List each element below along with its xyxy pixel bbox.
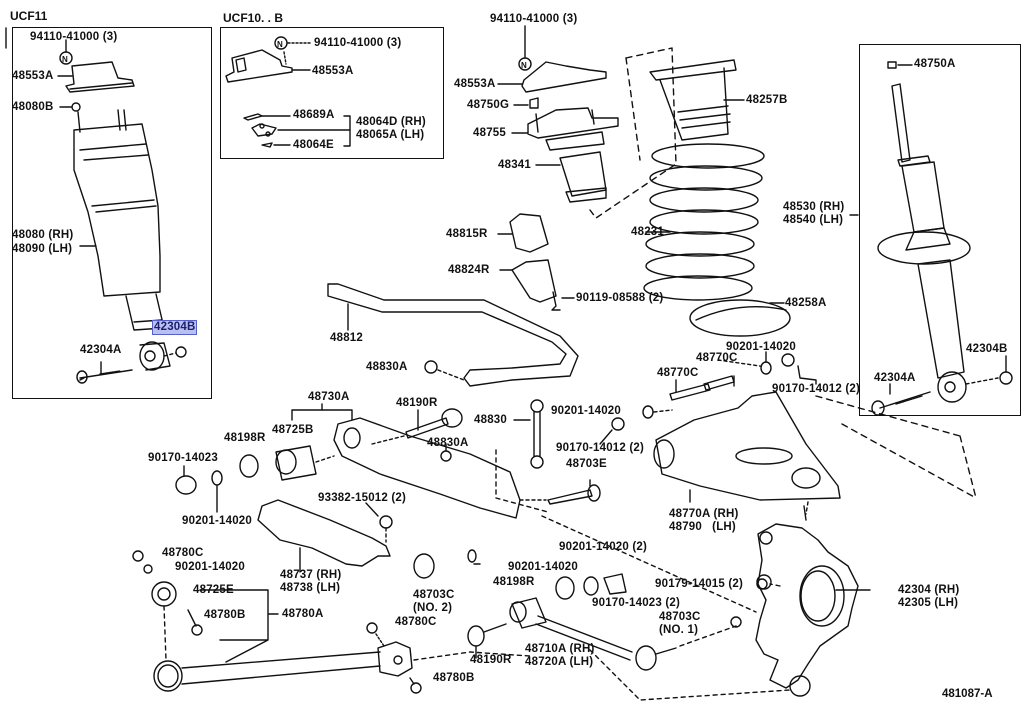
part-label[interactable]: 48530 (RH) xyxy=(783,201,845,213)
part-label[interactable]: 48341 xyxy=(498,159,531,171)
air-spring-assembly-drawing: N xyxy=(5,27,187,384)
part-label[interactable]: 48755 xyxy=(473,127,506,139)
part-label[interactable]: 90201-14020 xyxy=(175,561,245,573)
lower-arm-drawing xyxy=(175,403,601,519)
part-label[interactable]: 94110-41000 (3) xyxy=(490,13,578,25)
coil-spring-drawing xyxy=(643,59,791,337)
part-label[interactable]: 48770C xyxy=(657,367,699,379)
part-label[interactable]: 48738 (LH) xyxy=(280,582,341,594)
part-label[interactable]: 48830A xyxy=(427,437,469,449)
upper-arm-drawing xyxy=(599,351,977,503)
part-label[interactable]: 48080 (RH) xyxy=(12,229,74,241)
part-label[interactable]: 48258A xyxy=(785,297,827,309)
part-label[interactable]: 48737 (RH) xyxy=(280,569,342,581)
part-label[interactable]: 42304 (RH) xyxy=(898,584,960,596)
strut-upper-parts-drawing: N xyxy=(497,25,677,219)
part-label[interactable]: 42304A xyxy=(874,372,916,384)
stabilizer-bar-drawing xyxy=(327,213,579,469)
part-label[interactable]: 94110-41000 (3) xyxy=(30,31,118,43)
part-label[interactable]: 48770C xyxy=(696,352,738,364)
part-label[interactable]: 90170-14012 (2) xyxy=(556,442,645,454)
inset-box-ucf11 xyxy=(12,27,212,399)
part-label[interactable]: 48689A xyxy=(293,109,335,121)
inset-title-ucf10b: UCF10. . B xyxy=(223,11,284,25)
part-label[interactable]: 48703E xyxy=(566,458,607,470)
part-label[interactable]: 90201-14020 xyxy=(726,341,796,353)
part-label[interactable]: 94110-41000 (3) xyxy=(314,37,402,49)
inset-box-shock-absorber xyxy=(859,44,1021,416)
part-label[interactable]: 48190R xyxy=(396,397,438,409)
upper-mount-detail-drawing: N xyxy=(225,36,351,148)
inset-title-ucf11: UCF11 xyxy=(10,9,48,23)
part-label[interactable]: 48198R xyxy=(493,576,535,588)
part-label[interactable]: 48780C xyxy=(395,616,437,628)
part-label[interactable]: 48064D (RH) xyxy=(356,116,426,128)
part-label[interactable]: 48553A xyxy=(454,78,496,90)
part-label[interactable]: 48703C xyxy=(659,611,701,623)
shock-absorber-drawing xyxy=(849,61,1013,416)
part-label[interactable]: (NO. 2) xyxy=(413,602,453,614)
part-label[interactable]: 48553A xyxy=(312,65,354,77)
diagram-reference-code: 481087-A xyxy=(942,688,993,700)
part-label[interactable]: 93382-15012 (2) xyxy=(318,492,407,504)
part-label[interactable]: 48231 xyxy=(631,226,664,238)
part-label[interactable]: 48770A (RH) xyxy=(669,508,739,520)
part-label[interactable]: 90170-14023 (2) xyxy=(592,597,681,609)
part-label[interactable]: 48540 (LH) xyxy=(783,214,844,226)
part-label[interactable]: 42305 (LH) xyxy=(898,597,959,609)
part-label[interactable]: 42304B xyxy=(966,343,1008,355)
part-label[interactable]: 90170-14012 (2) xyxy=(772,383,861,395)
part-label[interactable]: 48750A xyxy=(914,58,956,70)
part-label[interactable]: 90201-14020 (2) xyxy=(559,541,648,553)
part-label[interactable]: 48198R xyxy=(224,432,266,444)
part-label[interactable]: 48703C xyxy=(413,589,455,601)
part-label[interactable]: 48080B xyxy=(12,101,54,113)
svg-text:N: N xyxy=(62,55,68,64)
part-label[interactable]: 42304A xyxy=(80,344,122,356)
part-label[interactable]: 48065A (LH) xyxy=(356,129,425,141)
part-label[interactable]: 48553A xyxy=(12,70,54,82)
part-label[interactable]: 48830 xyxy=(474,414,507,426)
part-label[interactable]: 90201-14020 xyxy=(508,561,578,573)
part-label[interactable]: 48750G xyxy=(467,99,510,111)
part-label[interactable]: 90119-08588 (2) xyxy=(576,292,664,304)
part-label[interactable]: 48725B xyxy=(272,424,314,436)
part-label[interactable]: 48824R xyxy=(448,264,490,276)
part-label[interactable]: 48720A (LH) xyxy=(525,656,594,668)
part-label[interactable]: 48064E xyxy=(293,139,334,151)
part-label[interactable]: 48815R xyxy=(446,228,488,240)
part-label[interactable]: 48730A xyxy=(308,391,350,403)
part-label[interactable]: 90201-14020 xyxy=(551,405,621,417)
part-label[interactable]: 48780A xyxy=(282,608,324,620)
knuckle-drawing xyxy=(755,501,871,697)
part-label[interactable]: 48790 (LH) xyxy=(669,521,736,533)
rear-lower-links-drawing xyxy=(132,499,791,701)
part-label[interactable]: 48190R xyxy=(470,654,512,666)
part-label[interactable]: 48830A xyxy=(366,361,408,373)
part-label[interactable]: 90201-14020 xyxy=(182,515,252,527)
part-label[interactable]: 48710A (RH) xyxy=(525,643,595,655)
svg-text:N: N xyxy=(277,40,283,49)
part-label[interactable]: 48780C xyxy=(162,547,204,559)
part-label[interactable]: 48780B xyxy=(433,672,475,684)
inset-box-ucf10b xyxy=(220,27,444,159)
part-label[interactable]: 48725E xyxy=(193,584,234,596)
part-label[interactable]: 90170-14023 xyxy=(148,452,218,464)
part-label-highlighted[interactable]: 42304B xyxy=(151,320,198,335)
part-label[interactable]: 48780B xyxy=(204,609,246,621)
part-label[interactable]: 48812 xyxy=(330,332,363,344)
part-label[interactable]: 90179-14015 (2) xyxy=(655,578,744,590)
part-label[interactable]: 48090 (LH) xyxy=(12,243,73,255)
part-label[interactable]: 48257B xyxy=(746,94,788,106)
svg-text:N: N xyxy=(521,61,527,70)
part-label[interactable]: (NO. 1) xyxy=(659,624,699,636)
